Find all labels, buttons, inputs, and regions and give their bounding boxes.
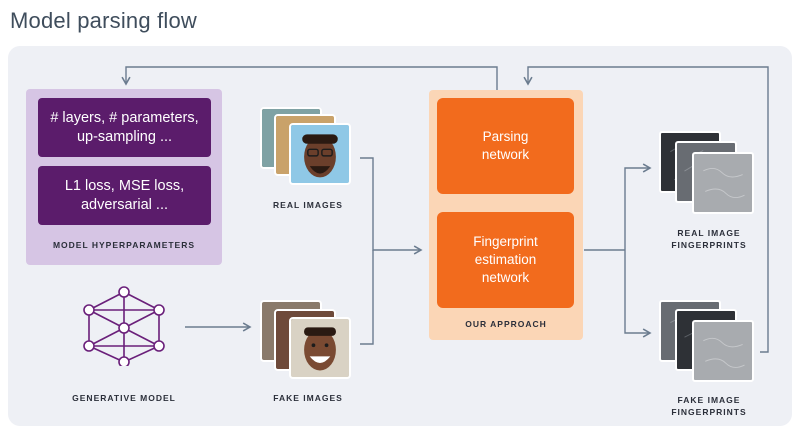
neural-network-icon (83, 286, 165, 366)
fake-fingerprint-front (692, 320, 754, 382)
fake-fingerprints-caption: FAKE IMAGE FINGERPRINTS (671, 395, 747, 417)
parsing-network-box: Parsing network (437, 98, 574, 194)
page-title: Model parsing flow (10, 8, 198, 33)
real-images-caption: REAL IMAGES (273, 200, 343, 210)
hyperparameters-architecture-box: # layers, # parameters, up-sampling ... (38, 98, 211, 157)
fake-images-caption: FAKE IMAGES (273, 393, 343, 403)
generative-model-caption: GENERATIVE MODEL (72, 393, 176, 403)
our-approach-caption: OUR APPROACH (465, 319, 547, 329)
real-image-front (289, 123, 351, 185)
real-fingerprints-caption: REAL IMAGE FINGERPRINTS (671, 228, 747, 250)
hyperparameters-loss-box: L1 loss, MSE loss, adversarial ... (38, 166, 211, 225)
real-fingerprint-front (692, 152, 754, 214)
hyperparameters-caption: MODEL HYPERPARAMETERS (52, 240, 196, 250)
fingerprint-estimation-network-box: Fingerprint estimation network (437, 212, 574, 308)
fake-image-front (289, 317, 351, 379)
